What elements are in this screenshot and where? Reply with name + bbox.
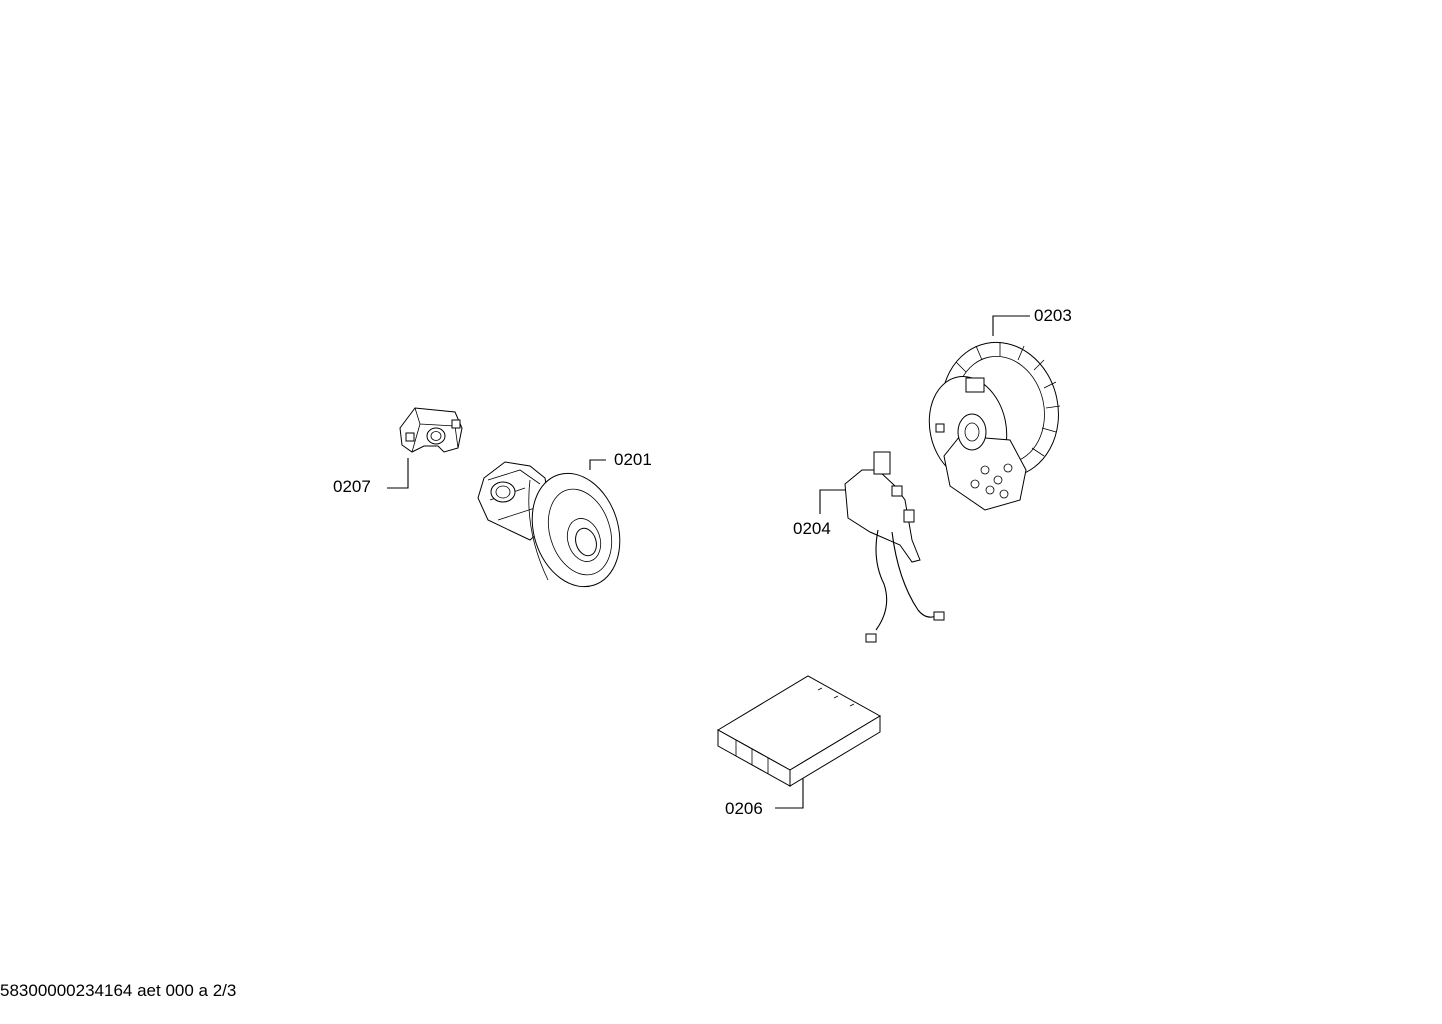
- document-id-footer: 58300000234164 aet 000 a 2/3: [0, 981, 237, 1000]
- leader-0206: [775, 778, 804, 809]
- leader-0203: [992, 315, 1030, 336]
- leader-0204: [819, 489, 845, 514]
- filter-pad-icon: [717, 675, 881, 787]
- leader-0201: [589, 459, 606, 470]
- bracket-wiring-icon: [844, 451, 945, 643]
- motor-icon: [477, 461, 621, 588]
- leader-lines: [387, 315, 1030, 809]
- leader-0207: [387, 458, 409, 489]
- cable-reel-icon: [928, 341, 1061, 511]
- label-0203: 0203: [1034, 306, 1072, 325]
- label-0201: 0201: [614, 450, 652, 469]
- label-0206: 0206: [725, 799, 763, 818]
- label-0207: 0207: [333, 477, 371, 496]
- motor-mount-icon: [399, 407, 463, 453]
- label-0204: 0204: [793, 519, 831, 538]
